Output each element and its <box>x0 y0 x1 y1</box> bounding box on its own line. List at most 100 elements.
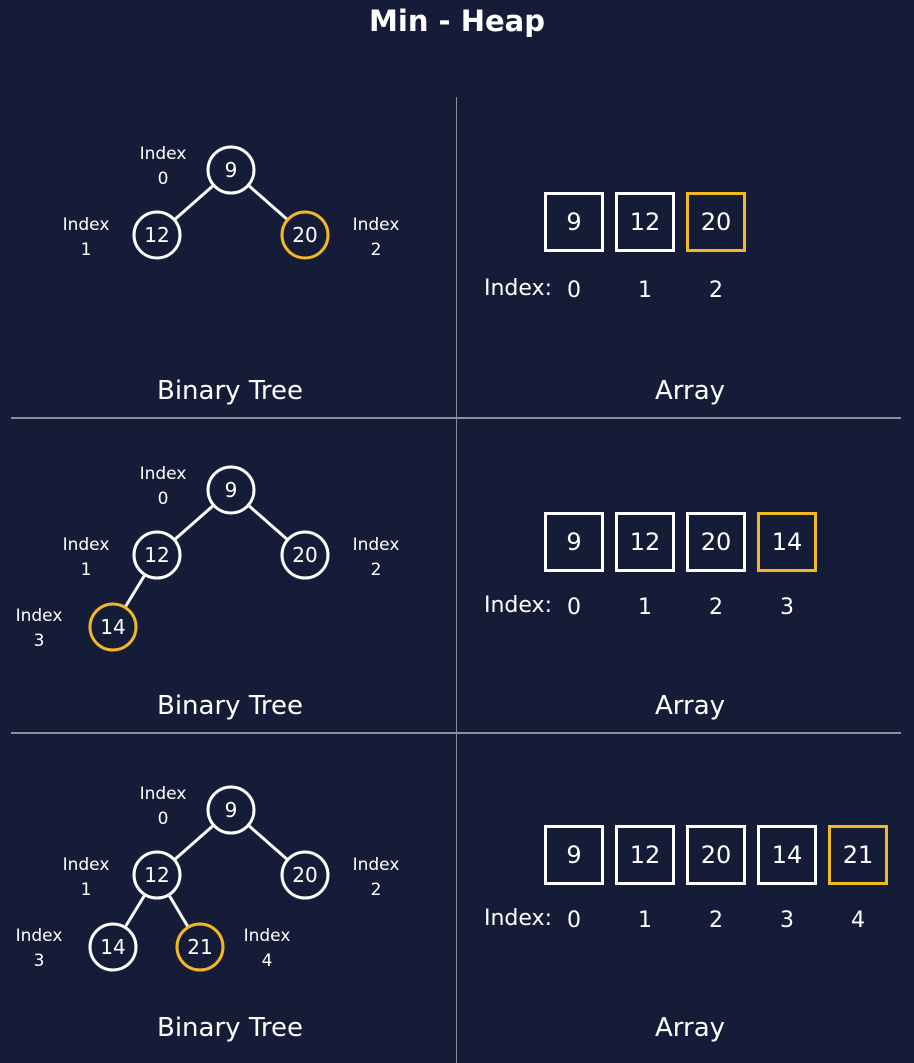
tree-index-label: Index <box>63 215 110 235</box>
tree-node-value: 20 <box>292 543 317 567</box>
array-cell: 9 <box>544 192 604 252</box>
tree-node-value: 20 <box>292 223 317 247</box>
tree-node-value: 9 <box>225 798 238 822</box>
tree-index-number: 2 <box>371 560 382 580</box>
tree-node-circle <box>132 850 182 900</box>
tree-node-circle <box>206 465 256 515</box>
tree-index-label: Index <box>353 215 400 235</box>
tree-node-value: 12 <box>144 223 169 247</box>
tree-node-circle <box>88 922 138 972</box>
tree-node-value: 14 <box>100 935 125 959</box>
array-title: Array <box>654 691 726 721</box>
array-index-label: Index: <box>484 593 552 618</box>
tree-index-label: Index <box>16 926 63 946</box>
array-cell: 9 <box>544 825 604 885</box>
tree-index-label: Index <box>16 606 63 626</box>
array-cell: 14 <box>757 512 817 572</box>
tree-node-circle <box>132 210 182 260</box>
tree-index-number: 3 <box>34 631 45 651</box>
tree-node: 9 Index 0 <box>140 464 256 515</box>
column-divider <box>456 97 457 1063</box>
tree-edge <box>247 824 289 861</box>
tree-index-label: Index <box>140 144 187 164</box>
tree-edge <box>247 184 289 221</box>
tree-edge <box>247 504 289 541</box>
tree-node: 12 Index 1 <box>63 210 182 260</box>
tree-node-value: 9 <box>225 158 238 182</box>
tree-node-value: 12 <box>144 543 169 567</box>
tree-node-value: 20 <box>292 863 317 887</box>
tree-node: 9 Index 0 <box>140 144 256 195</box>
array-cell: 12 <box>615 825 675 885</box>
tree-node: 14 Index 3 <box>16 602 138 652</box>
tree-index-number: 1 <box>81 880 92 900</box>
tree-index-number: 4 <box>262 951 273 971</box>
tree-node-circle <box>280 850 330 900</box>
tree-index-number: 1 <box>81 240 92 260</box>
tree-edge <box>123 573 147 609</box>
array-cell: 9 <box>544 512 604 572</box>
array-title: Array <box>654 376 726 406</box>
tree-index-number: 2 <box>371 240 382 260</box>
array-index-number: 1 <box>638 908 652 933</box>
array-index-number: 4 <box>851 908 865 933</box>
tree-edge <box>173 504 215 541</box>
page-title: Min - Heap <box>369 4 545 38</box>
array-index-label: Index: <box>484 276 552 301</box>
tree-index-number: 0 <box>158 809 169 829</box>
array-title: Array <box>654 1013 726 1043</box>
tree-node-circle <box>88 602 138 652</box>
tree-node-value: 9 <box>225 478 238 502</box>
tree-node: 14 Index 3 <box>16 922 138 972</box>
array-index-number: 3 <box>780 908 794 933</box>
array-index-number: 2 <box>709 595 723 620</box>
tree-index-label: Index <box>353 855 400 875</box>
tree-node: 20 Index 2 <box>280 530 400 580</box>
tree-node: 20 Index 2 <box>280 850 400 900</box>
tree-index-label: Index <box>63 535 110 555</box>
tree-edge <box>123 893 147 929</box>
tree-node-circle <box>132 530 182 580</box>
tree-node-value: 14 <box>100 615 125 639</box>
array-index-number: 2 <box>709 278 723 303</box>
array-cell: 14 <box>757 825 817 885</box>
tree-index-label: Index <box>63 855 110 875</box>
array-index-number: 1 <box>638 278 652 303</box>
array-cell: 20 <box>686 192 746 252</box>
array-cell: 20 <box>686 512 746 572</box>
tree-index-number: 0 <box>158 489 169 509</box>
array-cell: 12 <box>615 192 675 252</box>
tree-edge <box>173 184 215 221</box>
array-index-number: 3 <box>780 595 794 620</box>
tree-node-circle <box>175 922 225 972</box>
array-index-number: 0 <box>567 908 581 933</box>
tree-edge <box>167 893 190 929</box>
tree-node-circle <box>206 785 256 835</box>
tree-node: 20 Index 2 <box>280 210 400 260</box>
tree-edge <box>173 824 215 861</box>
tree-node-value: 12 <box>144 863 169 887</box>
tree-index-label: Index <box>244 926 291 946</box>
tree-index-label: Index <box>353 535 400 555</box>
array-cell: 21 <box>828 825 888 885</box>
tree-index-number: 3 <box>34 951 45 971</box>
binary-tree-title: Binary Tree <box>157 376 303 406</box>
array-cell: 20 <box>686 825 746 885</box>
tree-index-label: Index <box>140 464 187 484</box>
tree-index-number: 0 <box>158 169 169 189</box>
tree-node-value: 21 <box>187 935 212 959</box>
tree-index-number: 2 <box>371 880 382 900</box>
binary-tree-title: Binary Tree <box>157 691 303 721</box>
array-index-number: 0 <box>567 595 581 620</box>
tree-node: 12 Index 1 <box>63 850 182 900</box>
tree-index-label: Index <box>140 784 187 804</box>
binary-tree-title: Binary Tree <box>157 1013 303 1043</box>
array-index-label: Index: <box>484 906 552 931</box>
tree-node: 21 Index 4 <box>175 922 291 972</box>
tree-node-circle <box>206 145 256 195</box>
tree-node: 9 Index 0 <box>140 784 256 835</box>
